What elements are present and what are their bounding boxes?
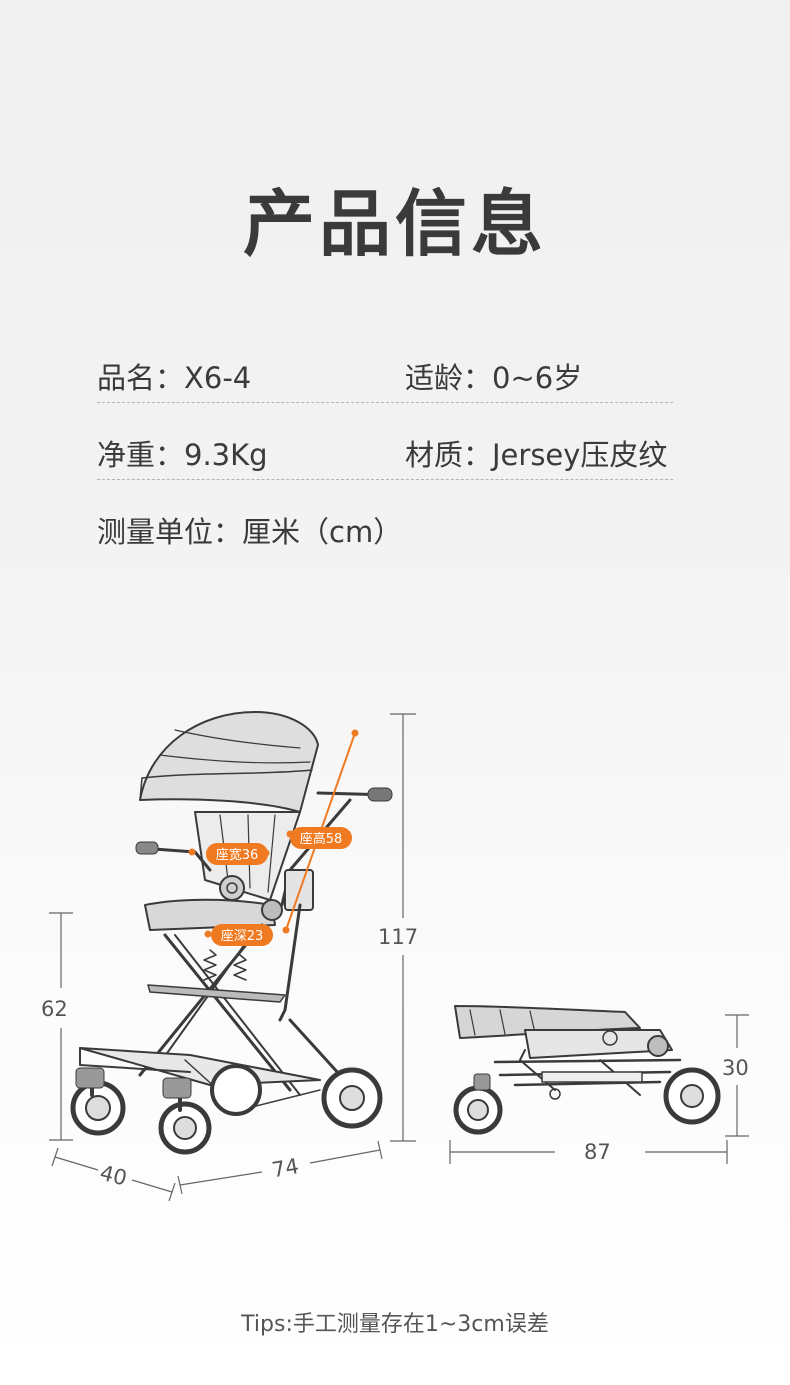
tag-seat-height: 座高58: [290, 827, 352, 849]
spec-row-3: 测量单位：厘米（cm）: [97, 509, 673, 549]
svg-text:座高58: 座高58: [300, 831, 343, 847]
folded-stroller-illustration: [453, 1005, 721, 1135]
leader-dot: [188, 848, 196, 856]
svg-text:座宽36: 座宽36: [216, 847, 259, 863]
spec-row-2: 净重：9.3Kg 材质：Jersey压皮纹: [97, 432, 673, 472]
leader-dot: [351, 729, 359, 737]
spec-unit: 测量单位：厘米（cm）: [97, 515, 403, 549]
dim-height-62: 62: [41, 997, 68, 1021]
leader-dot: [204, 930, 212, 938]
dim-folded-height-30: 30: [722, 1056, 749, 1080]
spec-row-1: 品名：X6-4 适龄：0~6岁: [97, 355, 673, 395]
dim-width-40: 40: [98, 1161, 130, 1191]
leader-dot: [282, 926, 290, 934]
divider: [97, 402, 673, 403]
spec-name: 品名：X6-4: [97, 361, 252, 395]
tag-seat-depth: 座深23: [211, 924, 273, 946]
spec-age: 适龄：0~6岁: [405, 361, 583, 395]
spec-weight: 净重：9.3Kg: [97, 438, 268, 472]
dim-folded-length-87: 87: [584, 1140, 611, 1164]
page-title: 产品信息: [242, 182, 547, 266]
dimension-lines: [49, 713, 416, 1202]
dim-height-117: 117: [378, 925, 418, 949]
dimension-lines-folded: [449, 1014, 749, 1164]
tag-seat-width: 座宽36: [206, 843, 268, 865]
spec-material: 材质：Jersey压皮纹: [405, 438, 668, 472]
tips-note: Tips:手工测量存在1~3cm误差: [241, 1312, 549, 1337]
divider: [97, 479, 673, 480]
svg-text:座深23: 座深23: [221, 929, 264, 944]
dim-length-74: 74: [270, 1154, 300, 1182]
